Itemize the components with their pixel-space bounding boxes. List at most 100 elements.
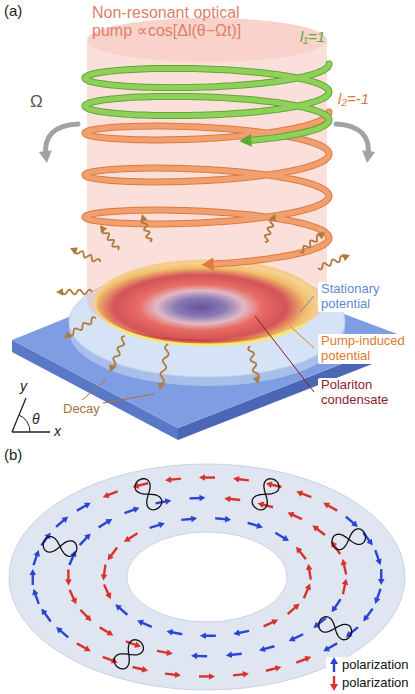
polarization-arrow-head xyxy=(103,492,110,498)
polarization-arrow-head xyxy=(142,666,149,672)
polarization-arrow-head xyxy=(374,597,380,604)
polarization-arrow-head xyxy=(293,603,300,609)
polarization-arrow-head xyxy=(332,605,338,612)
polarization-arrow-head xyxy=(29,569,36,575)
polarization-arrow-head xyxy=(275,665,282,671)
decay-arrow xyxy=(142,220,152,242)
polarization-arrow-head xyxy=(224,496,230,503)
pump-label: Non-resonant optical pump ∝cos[Δl(θ−Ωt)] xyxy=(92,4,262,41)
polarization-arrow-head xyxy=(71,598,77,605)
polarization-arrow-head xyxy=(84,533,91,540)
polarization-arrow-head xyxy=(306,564,313,570)
polarization-arrow-head xyxy=(65,579,72,585)
panel-label: (a) xyxy=(4,2,22,19)
orbital-helix-l2-head xyxy=(201,258,213,271)
polarization-arrow-head xyxy=(323,503,330,509)
decay-arrow xyxy=(265,220,274,242)
decay-arrow xyxy=(318,256,344,269)
polarization-arrow-head xyxy=(191,653,197,660)
polarization-arrow-head xyxy=(56,627,63,633)
orbital-label: l₂=-1 xyxy=(338,90,369,107)
polarization-arrow-head xyxy=(32,589,38,596)
polarization-arrow-head xyxy=(166,649,172,655)
polarization-arrow-head xyxy=(133,507,140,513)
decay-arrow xyxy=(160,344,168,384)
polarization-arrow-head xyxy=(378,579,385,585)
decay-arrow xyxy=(103,230,119,250)
leader-line xyxy=(300,296,314,312)
decay-arrow xyxy=(112,336,125,366)
polarization-arrow-head xyxy=(243,671,249,678)
domain-wall-loop xyxy=(319,617,352,640)
domain-wall-loop xyxy=(135,479,162,510)
polarization-arrow-head xyxy=(191,516,197,523)
polarization-arrow-head xyxy=(105,519,112,525)
polarization-arrow-head xyxy=(323,645,330,651)
decay-arrow xyxy=(75,251,100,262)
decay-arrow-head xyxy=(269,214,276,222)
orbital-helix-l1 xyxy=(85,64,329,141)
polarization-arrow-head xyxy=(225,516,231,523)
polarization-arrow-head xyxy=(209,673,215,680)
legend-row: polarization xyxy=(326,675,412,691)
polarization-arrow-head xyxy=(199,474,205,481)
polarization-arrow-head xyxy=(296,491,303,497)
leader-line xyxy=(255,316,314,392)
decay-arrow-head xyxy=(109,364,116,372)
swatch-shaft xyxy=(333,663,335,672)
decay-arrow-head xyxy=(64,331,72,338)
axis-label: x xyxy=(54,423,61,439)
condensate-label: Polariton condensate xyxy=(318,378,412,408)
x-axis xyxy=(12,431,50,432)
decay-arrow-head xyxy=(253,376,261,384)
polarization-arrow-head xyxy=(134,642,141,648)
polarization-arrow-head xyxy=(166,629,173,635)
decay-arrow xyxy=(69,317,96,335)
polarization-arrow-head xyxy=(41,609,47,616)
polarization-arrow-head xyxy=(165,476,171,483)
decay-arrow-head xyxy=(342,254,350,261)
legend-text: polarization xyxy=(342,675,409,691)
polarization-arrow-head xyxy=(107,630,114,636)
decay-arrow-head xyxy=(100,225,107,233)
orbital-helix-l1 xyxy=(85,64,329,141)
polarization-arrow-head xyxy=(341,559,347,566)
polarization-arrow-head xyxy=(305,584,311,591)
polarization-arrow-head xyxy=(271,619,278,625)
domain-wall-loop xyxy=(252,479,279,510)
orbital-label: l₁=1 xyxy=(300,28,325,45)
potential-label: Stationary potential xyxy=(318,282,412,312)
polarization-arrow-head xyxy=(289,636,296,642)
leader-line xyxy=(290,326,314,348)
polarization-arrow-head xyxy=(363,615,369,622)
decay-arrow xyxy=(300,235,320,253)
domain-wall-loop xyxy=(114,640,143,669)
legend-text: polarization xyxy=(342,657,409,673)
panel-label: (b) xyxy=(4,446,22,463)
decay-arrow-head xyxy=(56,288,63,296)
polarization-arrow-head xyxy=(304,656,311,662)
polarization-arrow-head xyxy=(105,592,111,599)
panel-a-illustration xyxy=(12,18,408,440)
polarization-arrow-head xyxy=(296,547,302,554)
polarization-arrow-head xyxy=(124,536,131,542)
rotation-arrow-head xyxy=(362,150,375,163)
swatch-head xyxy=(330,657,338,664)
swatch-shaft xyxy=(333,676,335,685)
polarization-arrow-head xyxy=(108,553,114,560)
polarization-arrow-head xyxy=(34,550,40,557)
polarization-arrow-head xyxy=(158,522,165,528)
polarization-arrow-head xyxy=(266,481,273,487)
polarization-arrow-head xyxy=(101,574,108,580)
polarization-arrow-head xyxy=(137,620,144,626)
legend-arrow-swatch xyxy=(329,657,339,673)
decay-arrow-head xyxy=(157,382,165,390)
decay-arrow-head xyxy=(140,214,147,222)
polarization-arrow-head xyxy=(233,630,240,636)
domain-wall-loop xyxy=(332,529,365,550)
domain-wall-loop xyxy=(43,537,77,557)
rotation-label: Ω xyxy=(30,92,43,112)
leader-line xyxy=(82,380,106,400)
leader-line xyxy=(98,394,154,404)
